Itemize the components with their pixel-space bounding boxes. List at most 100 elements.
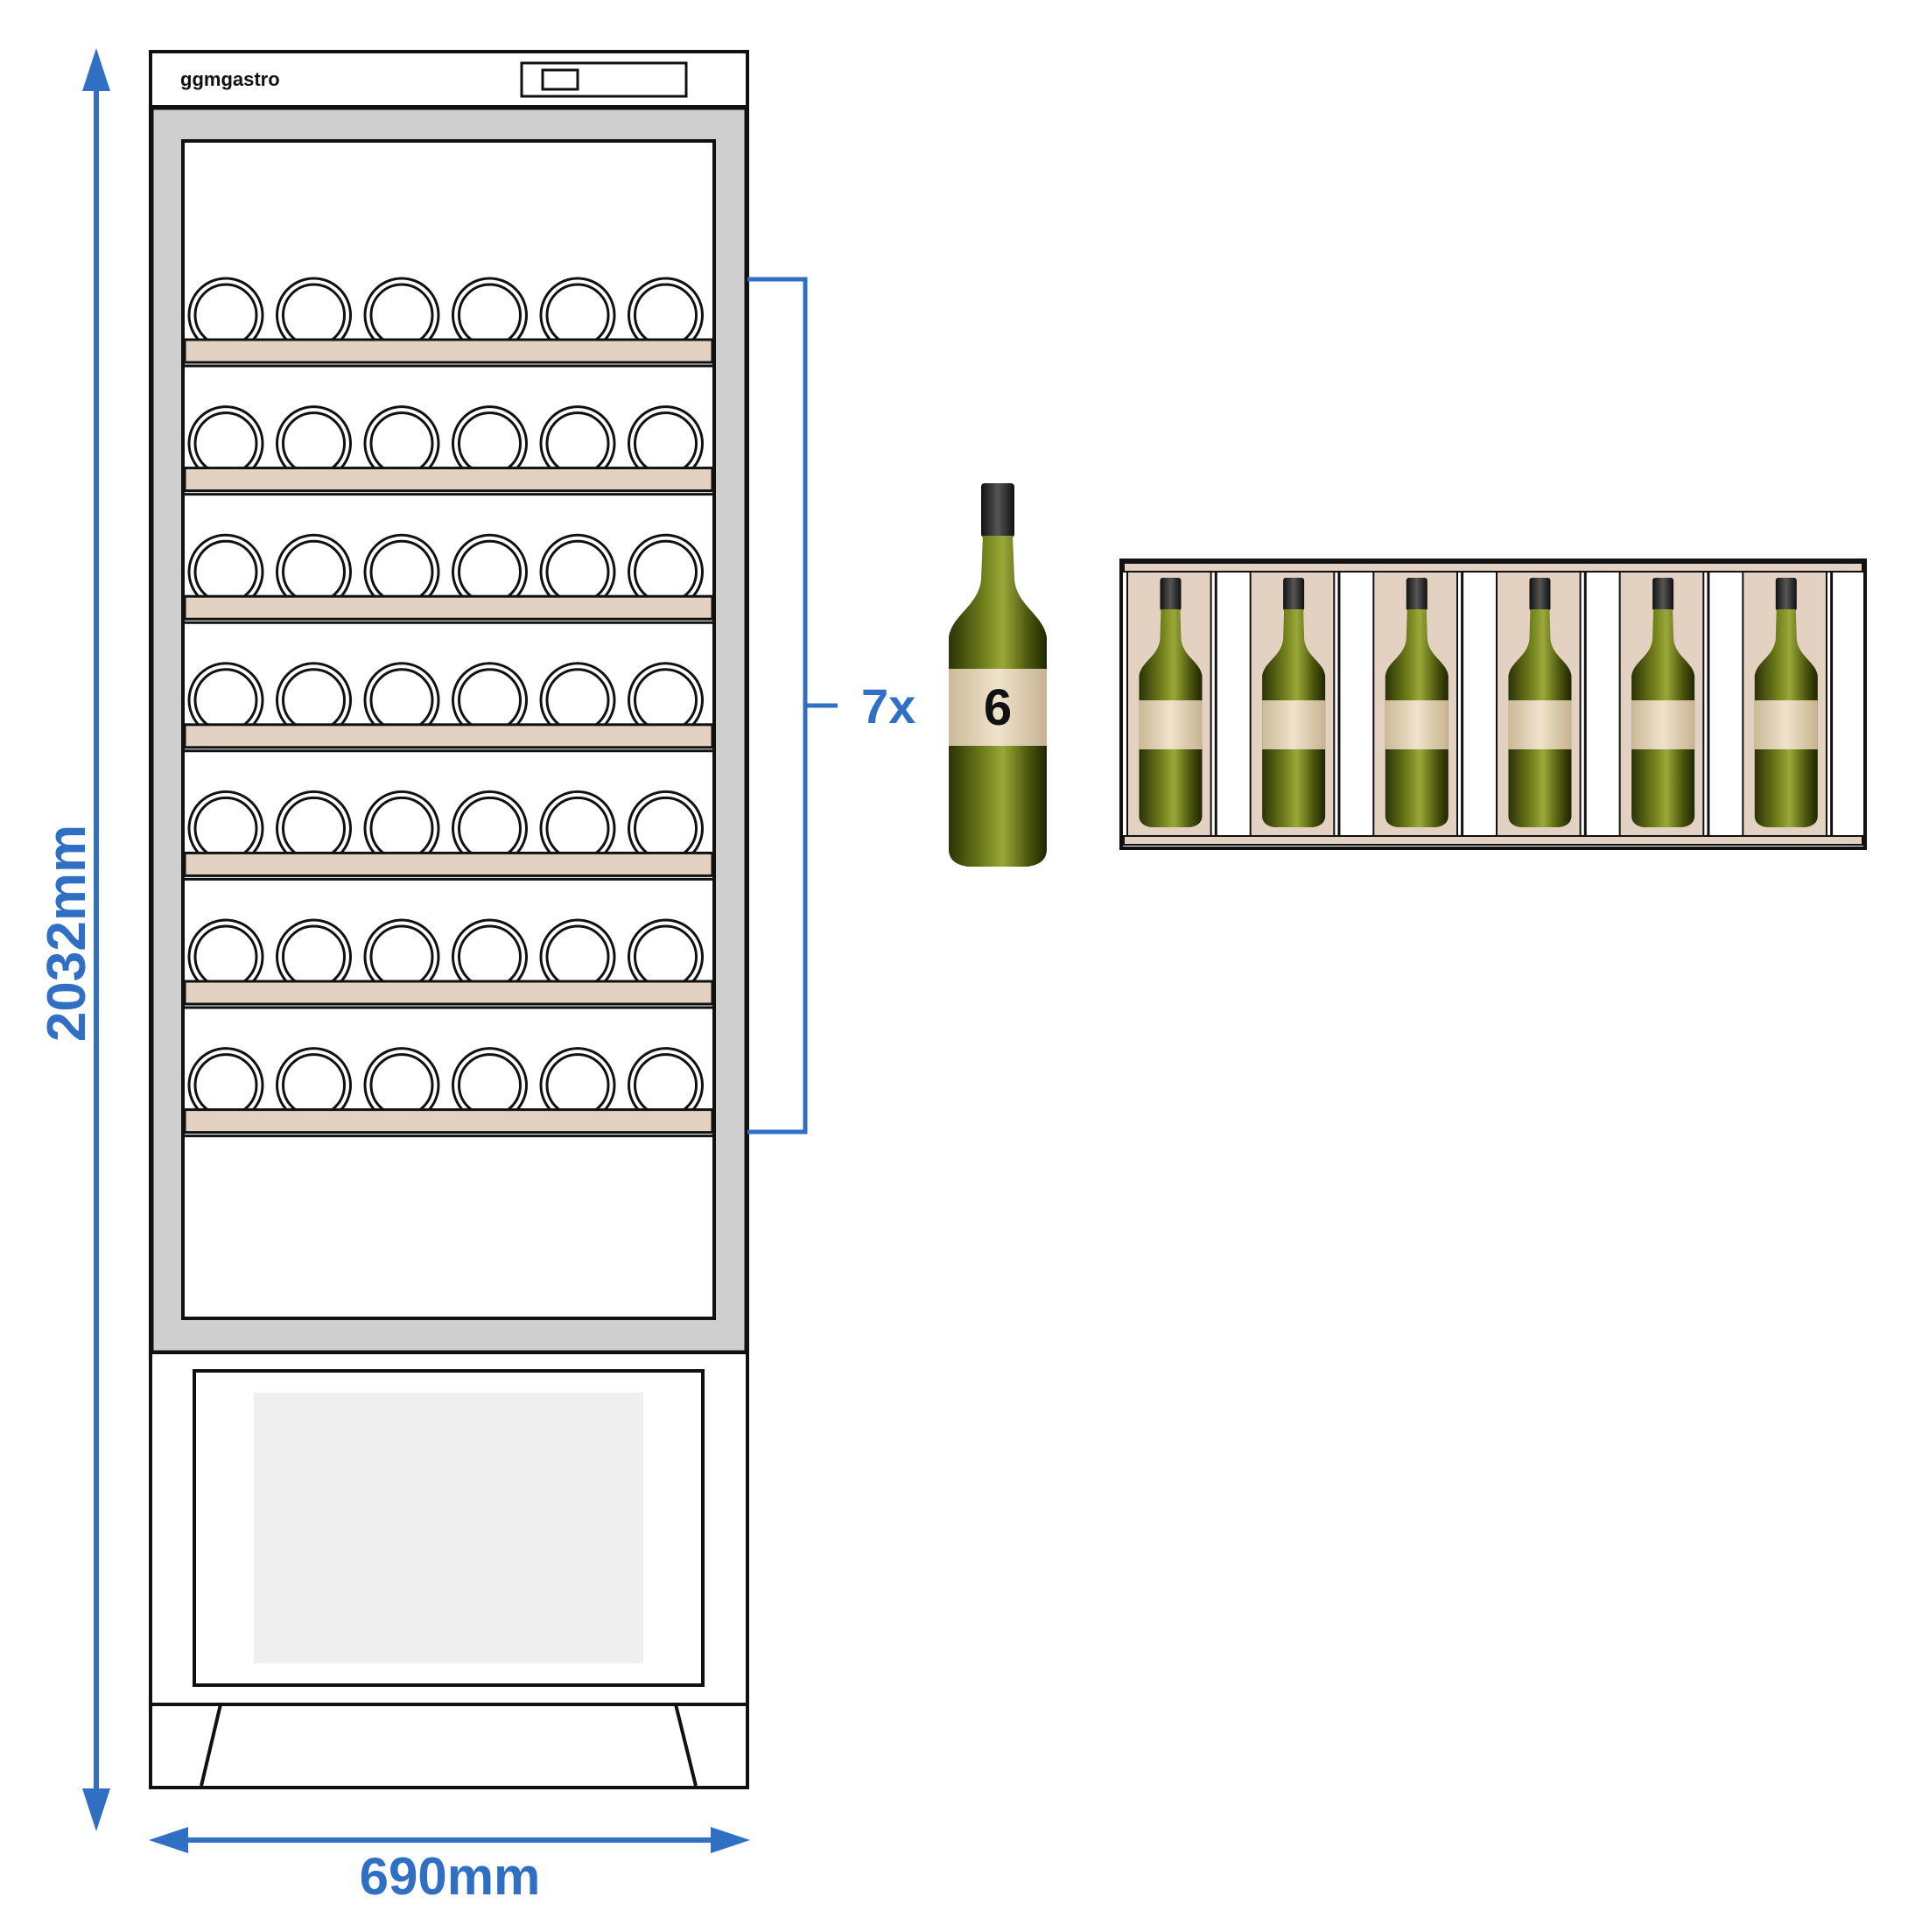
bottle-end-inner [458,283,522,348]
bottle-end-inner [282,668,346,733]
bottle-end-inner [458,924,522,989]
bottle-label-number: 6 [984,679,1012,736]
bottle-end-inner [193,411,258,476]
bottle-end-inner [369,924,434,989]
shelf [183,533,714,624]
bottle-end-inner [193,796,258,861]
bottle-end-inner [369,796,434,861]
bottle-end-inner [545,668,610,733]
rack-bottle [1508,578,1572,827]
cabinet: ggmgastro [149,50,749,1789]
height-arrow-bottom [82,1788,110,1831]
shelves [183,277,714,1138]
rack-bottle [1754,578,1818,827]
width-arrow-left [149,1827,188,1853]
shelf-board [183,338,714,364]
rack-illustration [1119,559,1867,850]
bottle-end-inner [369,1053,434,1118]
bottle-end-inner [282,283,346,348]
rack-bottle-cap [1775,578,1797,611]
rack-bottle-label [1508,700,1572,749]
rack-frame [1119,559,1867,850]
bottle-end-inner [193,668,258,733]
bottle-end-inner [545,539,610,604]
shelf-board [183,851,714,877]
rack-bottle-cap [1406,578,1427,611]
bottle-end-inner [634,411,698,476]
shelf-board [183,594,714,621]
bottle-end-inner [193,924,258,989]
brand-logo: ggmgastro [180,68,280,90]
rack-bottle-cap [1529,578,1551,611]
shelf [183,790,714,881]
bottle-end-inner [634,796,698,861]
rack-bottom-rail [1123,835,1863,846]
shelf-board [183,467,714,493]
shelf-board [183,1108,714,1135]
width-arrow-right [711,1827,750,1853]
rack-bottle [1631,578,1695,827]
rack-bottle-cap [1160,578,1182,611]
bottle-end-inner [458,411,522,476]
bottle-end-inner [458,539,522,604]
bottle-end-inner [634,539,698,604]
bottle-label [949,669,1047,746]
shelf [183,918,714,1009]
bottle-end-inner [193,283,258,348]
shelf-board [183,723,714,749]
bottle-end-inner [282,411,346,476]
shelf-count-bracket: 7x [747,277,915,1135]
width-label: 690mm [360,1847,541,1906]
left-leg [200,1704,222,1787]
bottle-end-inner [282,539,346,604]
height-arrow-top [82,48,110,91]
control-display [541,68,579,91]
shelf-count-label: 7x [861,678,915,734]
bottle-end-inner [545,924,610,989]
bottle-end-inner [369,668,434,733]
right-leg [674,1704,698,1787]
rack-bottle-label [1385,700,1449,749]
rack-bottle [1262,578,1326,827]
shelf [183,277,714,368]
bottle-end-inner [282,924,346,989]
bottle-end-inner [193,539,258,604]
bottle-end-inner [634,668,698,733]
bottle-end-inner [193,1053,258,1118]
bottle-end-inner [282,796,346,861]
bottle-end-inner [634,1053,698,1118]
bracket-line [747,277,808,1135]
bottle-end-inner [369,283,434,348]
bottle-end-inner [369,539,434,604]
bottle-end-inner [282,1053,346,1118]
rack-bottle-cap [1652,578,1674,611]
shelf-board [183,980,714,1006]
lower-panel-glass [254,1393,643,1663]
bottle-end-inner [458,796,522,861]
bottle-end-inner [458,668,522,733]
bottle-illustration: 6 [949,483,1047,867]
bottle-end-inner [369,411,434,476]
bottle-end-inner [545,411,610,476]
rack-bottle [1385,578,1449,827]
rack-bottle-label [1754,700,1818,749]
bottle-cap [981,483,1014,537]
rack-top-rail [1123,562,1863,573]
bottle-end-inner [545,796,610,861]
shelf [183,405,714,496]
shelf [183,662,714,753]
width-dimension: 690mm [149,1827,750,1906]
rack-bottle [1139,578,1203,827]
height-dimension: 2032mm [37,48,110,1831]
rack-bottle-label [1139,700,1203,749]
rack-bottles [1139,578,1818,827]
bottle-end-inner [458,1053,522,1118]
rack-bottle-label [1262,700,1326,749]
bottle-end-inner [634,283,698,348]
height-label: 2032mm [37,825,97,1042]
bottle-end-inner [634,924,698,989]
rack-bottle-label [1631,700,1695,749]
shelf [183,1047,714,1138]
bottle-end-inner [545,1053,610,1118]
